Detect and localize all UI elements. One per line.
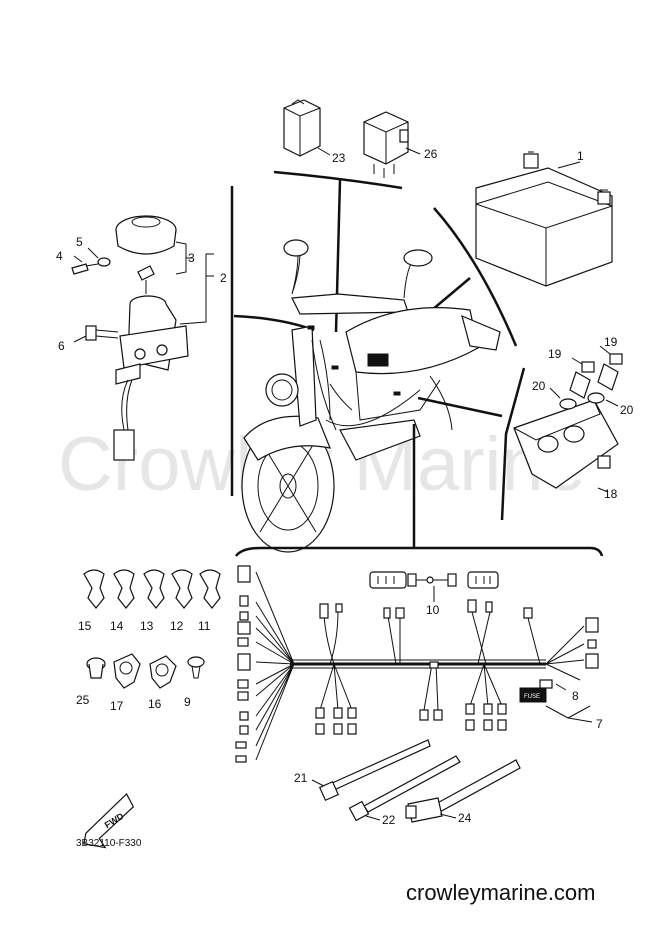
- label-part-6[interactable]: 6: [58, 339, 65, 353]
- label-part-3[interactable]: 3: [188, 251, 195, 265]
- bolt-19-left[interactable]: [569, 361, 595, 399]
- wire-harness[interactable]: FUSE: [235, 565, 599, 763]
- label-part-2[interactable]: 2: [220, 271, 227, 285]
- label-part-25[interactable]: 25: [76, 693, 90, 707]
- washer-20-left[interactable]: [559, 398, 577, 410]
- website-text: crowleymarine.com: [406, 880, 596, 905]
- label-part-21[interactable]: 21: [294, 771, 308, 785]
- screw-4[interactable]: [71, 263, 99, 275]
- washer-5[interactable]: [97, 257, 111, 267]
- label-part-26[interactable]: 26: [424, 147, 438, 161]
- clip-11[interactable]: [199, 569, 221, 609]
- connector-10[interactable]: [369, 571, 499, 589]
- label-part-20-right[interactable]: 20: [620, 403, 634, 417]
- cable-tie-21[interactable]: [318, 739, 431, 802]
- bolt-19-right[interactable]: [597, 353, 623, 391]
- label-part-19-left[interactable]: 19: [548, 347, 562, 361]
- label-part-4[interactable]: 4: [56, 249, 63, 263]
- clip-9[interactable]: [187, 656, 205, 679]
- grommet-25[interactable]: [86, 657, 106, 679]
- label-part-23[interactable]: 23: [332, 151, 346, 165]
- label-part-17[interactable]: 17: [110, 699, 124, 713]
- washer-20-right[interactable]: [587, 392, 605, 404]
- label-part-12[interactable]: 12: [170, 619, 184, 633]
- relay-23[interactable]: [283, 99, 321, 157]
- ignition-switch-assembly[interactable]: [113, 215, 189, 461]
- label-part-18[interactable]: 18: [604, 487, 618, 501]
- label-part-22[interactable]: 22: [382, 813, 396, 827]
- label-part-20-left[interactable]: 20: [532, 379, 546, 393]
- label-part-15[interactable]: 15: [78, 619, 92, 633]
- motorcycle-illustration: [241, 239, 501, 553]
- label-part-7[interactable]: 7: [596, 717, 603, 731]
- fuse-label: FUSE: [524, 694, 540, 700]
- label-part-14[interactable]: 14: [110, 619, 124, 633]
- clip-15[interactable]: [83, 569, 105, 609]
- label-part-1[interactable]: 1: [577, 149, 584, 163]
- label-part-13[interactable]: 13: [140, 619, 154, 633]
- clamp-17[interactable]: [113, 653, 141, 689]
- clip-13[interactable]: [143, 569, 165, 609]
- diagram-code: 3B32110-F330: [76, 838, 142, 849]
- clamp-16[interactable]: [149, 655, 177, 689]
- label-part-10[interactable]: 10: [426, 603, 440, 617]
- bolt-6[interactable]: [85, 325, 119, 341]
- label-part-24[interactable]: 24: [458, 811, 472, 825]
- clip-12[interactable]: [171, 569, 193, 609]
- label-part-11[interactable]: 11: [198, 619, 211, 633]
- label-part-9[interactable]: 9: [184, 695, 191, 709]
- label-part-19-right[interactable]: 19: [604, 335, 618, 349]
- relay-26[interactable]: [363, 111, 409, 178]
- label-part-8[interactable]: 8: [572, 689, 579, 703]
- cable-tie-22[interactable]: [348, 755, 461, 822]
- relay-box-18[interactable]: [513, 399, 619, 489]
- label-part-16[interactable]: 16: [148, 697, 162, 711]
- battery[interactable]: [475, 151, 613, 287]
- clip-14[interactable]: [113, 569, 135, 609]
- cable-tie-24[interactable]: [405, 759, 521, 823]
- label-part-5[interactable]: 5: [76, 235, 83, 249]
